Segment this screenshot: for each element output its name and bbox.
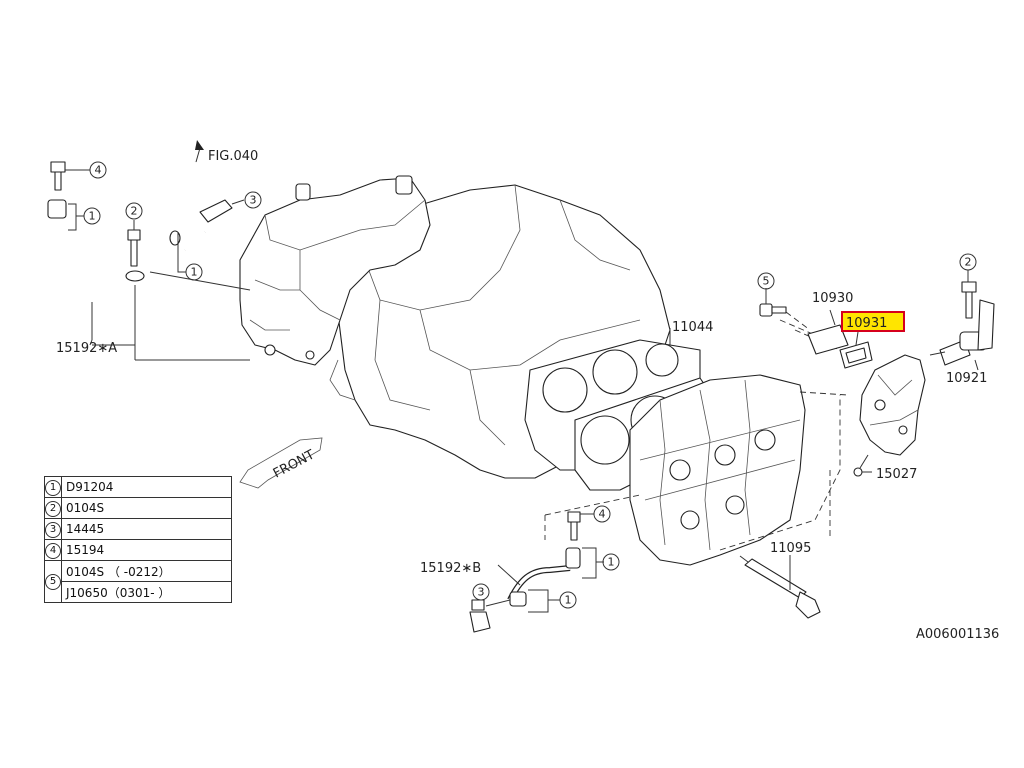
callout-4-lower: 4 (599, 508, 606, 521)
legend-row-4: 4 15194 (44, 539, 232, 561)
legend-text-3[interactable]: 14445 (61, 518, 232, 540)
sensor-part-3 (199, 199, 245, 223)
cylinder-head (629, 374, 806, 566)
bolt-15027 (853, 454, 872, 477)
front-arrow (239, 437, 323, 489)
legend-text-4[interactable]: 15194 (61, 539, 232, 561)
fig-ref-arrow (195, 140, 204, 163)
callout-2-left: 2 (131, 205, 138, 218)
legend-text-2[interactable]: 0104S (61, 497, 232, 519)
hose-15192a (42, 161, 251, 361)
label-10931[interactable]: 10931 (846, 316, 887, 331)
callout-1-bottom: 1 (565, 594, 572, 607)
callout-3-top: 3 (250, 194, 257, 207)
gasket-10930 (807, 309, 849, 355)
callout-1-left: 1 (89, 210, 96, 223)
bolt-part-5 (759, 288, 811, 331)
label-10921[interactable]: 10921 (946, 371, 987, 386)
bolt-part-2-left (127, 220, 141, 267)
diagram-id: A006001136 (916, 627, 999, 642)
legend-table: 1 D91204 2 0104S 3 14445 4 15194 5 0104S… (44, 476, 232, 603)
callout-1-lower: 1 (608, 556, 615, 569)
callout-5: 5 (763, 275, 770, 288)
legend-num-3: 3 (45, 521, 61, 538)
callout-2-right: 2 (965, 256, 972, 269)
label-15192a[interactable]: 15192∗A (56, 341, 117, 356)
clamp-bracket-left (68, 203, 186, 273)
label-15192b[interactable]: 15192∗B (420, 561, 481, 576)
legend-text-5a[interactable]: 0104S （ -0212） (61, 560, 232, 582)
legend-row-5a: 5 0104S （ -0212） (44, 560, 232, 603)
legend-num-4: 4 (45, 542, 61, 559)
legend-num-5: 5 (45, 574, 61, 590)
callouts: 4 1 2 3 1 5 2 4 1 1 3 (83, 161, 977, 609)
housing-10921 (859, 299, 995, 456)
label-15027[interactable]: 15027 (876, 467, 917, 482)
label-11044[interactable]: 11044 (672, 320, 713, 335)
callout-3-lower: 3 (478, 586, 485, 599)
legend-row-1: 1 D91204 (44, 476, 232, 498)
bolt-part-4 (50, 161, 90, 191)
label-11095[interactable]: 11095 (770, 541, 811, 556)
legend-num-2: 2 (45, 500, 61, 517)
head-bolt-11095 (739, 555, 821, 619)
label-10930[interactable]: 10930 (812, 291, 853, 306)
legend-text-1[interactable]: D91204 (61, 476, 232, 498)
legend-text-5b[interactable]: J10650（0301- ） (61, 581, 232, 603)
callout-4-topleft: 4 (95, 164, 102, 177)
legend-row-2: 2 0104S (44, 497, 232, 519)
legend-num-1: 1 (45, 479, 61, 496)
callout-1-mid: 1 (191, 266, 198, 279)
gasket-10931 (839, 331, 873, 369)
sensor-part-3-lower (469, 599, 511, 633)
hose-15192b (497, 511, 604, 613)
intake-manifold (239, 175, 431, 366)
legend-row-3: 3 14445 (44, 518, 232, 540)
highlight-10931 (841, 311, 905, 332)
bolt-part-2-right (961, 270, 977, 319)
label-fig-040[interactable]: FIG.040 (208, 149, 258, 164)
legend-row-5b: J10650（0301- ） (45, 581, 232, 603)
